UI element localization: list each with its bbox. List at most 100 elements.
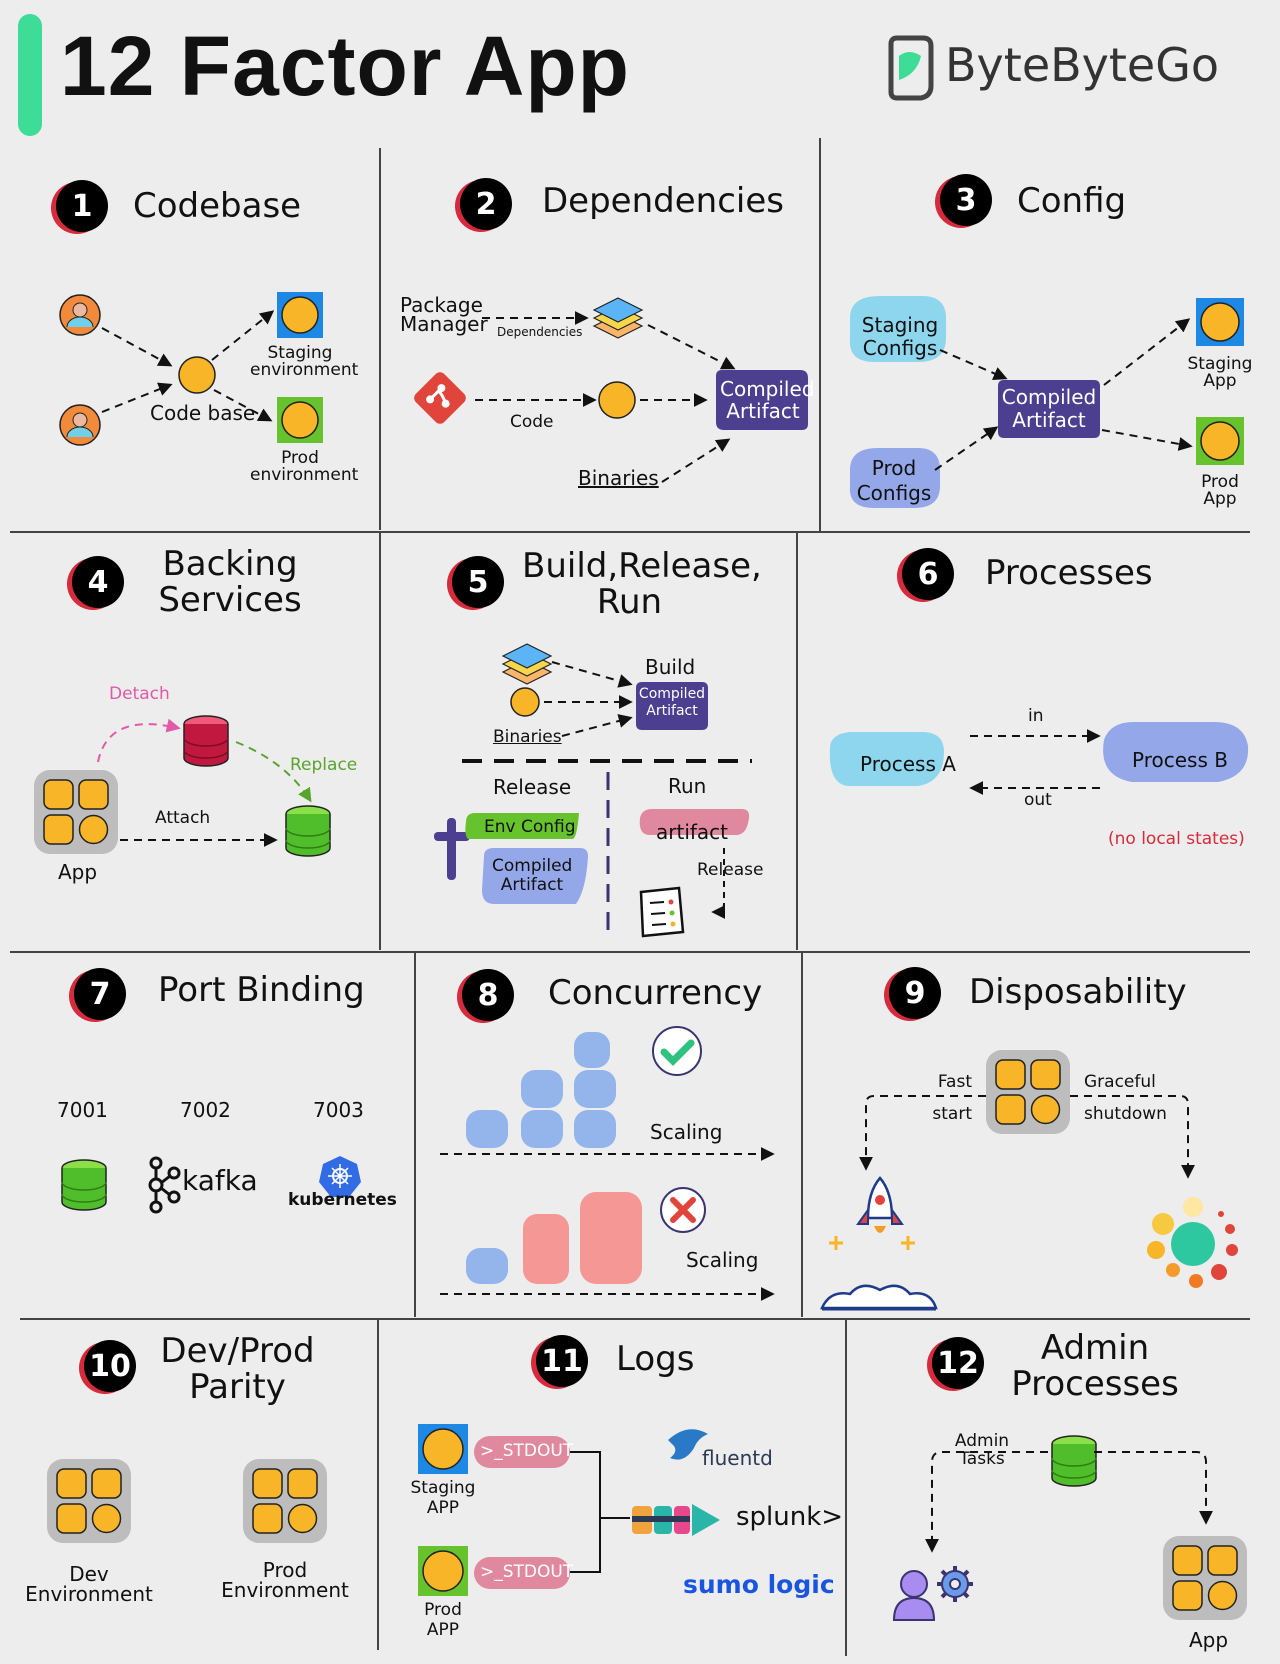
dependencies-diagram [414, 297, 808, 483]
check-icon [652, 1026, 702, 1076]
stdout-pill [474, 1436, 570, 1468]
artifact-pill [639, 809, 750, 835]
port-7001: 7001 [57, 1098, 108, 1122]
port-7003: 7003 [313, 1098, 364, 1122]
codebase-diagram [59, 292, 323, 446]
document-icon [639, 886, 685, 938]
step-badge-3: 3 [940, 174, 992, 226]
gear-icon [937, 1566, 973, 1602]
dev-environment-label: Dev Environment [25, 1562, 153, 1606]
process-b-label: Process B [1132, 748, 1228, 772]
step-badge-11: 11 [536, 1335, 588, 1387]
section-title-dev-prod-parity: Dev/Prod Parity [160, 1331, 315, 1407]
code-node [598, 381, 636, 419]
package-manager-label: Package Manager [400, 293, 488, 336]
app-icon [33, 769, 119, 855]
code-base-label: Code base [150, 401, 256, 425]
detached-database-icon [183, 715, 229, 767]
step-badge-12: 12 [932, 1337, 984, 1389]
env-config-label: Env Config [484, 817, 576, 837]
staging-configs-cloud [849, 296, 946, 362]
kafka-label: kafka [182, 1164, 258, 1197]
stdout-label: >_STDOUT [480, 1562, 574, 1582]
compiled-artifact-label: Compiled Artifact [492, 856, 573, 895]
large-instance-block [523, 1214, 569, 1284]
prod-environment-label: Prod Environment [221, 1558, 349, 1602]
step-badge-7: 7 [74, 968, 126, 1020]
compiled-artifact-label: Compiled Artifact [1001, 385, 1097, 432]
layers-icon [593, 297, 643, 339]
page-title: 12 Factor App [60, 19, 630, 113]
fast-start-label: Fast start [932, 1072, 972, 1124]
instance-block [466, 1110, 508, 1148]
step-badge-10: 10 [84, 1340, 136, 1392]
release-small-label: Release [697, 860, 764, 880]
plus-icon [434, 818, 470, 880]
splunk-label: splunk> [736, 1502, 844, 1532]
layers-icon [502, 643, 552, 685]
release-heading: Release [493, 775, 572, 799]
admin-processes-diagram [892, 1435, 1248, 1621]
step-badge-2: 2 [460, 178, 512, 230]
prod-app-label: Prod App [1201, 472, 1239, 509]
header-accent-bar [18, 14, 42, 136]
prod-environment-label: Prod environment [250, 448, 359, 485]
section-title-concurrency: Concurrency [548, 973, 763, 1013]
no-local-states-note: (no local states) [1108, 829, 1245, 849]
elk-logo [632, 1504, 720, 1536]
database-icon [61, 1159, 107, 1211]
section-title-processes: Processes [985, 553, 1153, 593]
instance-block [574, 1070, 616, 1108]
compiled-artifact-pill [482, 848, 588, 904]
section-title-config: Config [1017, 181, 1127, 221]
scaling-bottom-label: Scaling [686, 1248, 759, 1272]
concurrency-diagram [440, 1026, 775, 1301]
grid-lines [10, 138, 1250, 1656]
section-title-logs: Logs [616, 1339, 695, 1379]
stdout-pill [474, 1557, 570, 1589]
database-icon [1051, 1435, 1097, 1487]
instance-block [574, 1032, 610, 1068]
section-title-admin-processes: Admin Processes [1011, 1328, 1179, 1404]
process-b-blob [1103, 722, 1249, 782]
instance-block [521, 1110, 563, 1148]
kubernetes-logo [319, 1156, 361, 1197]
large-instance-block [580, 1192, 642, 1284]
compiled-artifact-box [716, 370, 808, 430]
build-artifact-box [636, 682, 708, 730]
step-badge-4: 4 [72, 556, 124, 608]
config-diagram [849, 296, 1244, 508]
code-node [510, 687, 540, 717]
section-title-disposability: Disposability [969, 972, 1187, 1012]
disposability-diagram [820, 1049, 1238, 1311]
app-label: App [58, 860, 98, 884]
compiled-artifact-label: Compiled Artifact [720, 377, 815, 423]
app-icon [985, 1049, 1071, 1135]
artifact-label: artifact [656, 820, 729, 844]
staging-environment-label: Staging environment [250, 343, 359, 380]
replace-label: Replace [290, 755, 358, 775]
instance-block [521, 1070, 563, 1108]
staging-configs-label: Staging Configs [861, 313, 939, 360]
section-title-backing-services: Backing Services [158, 544, 302, 620]
binaries-label: Binaries [493, 727, 562, 747]
dev-app-icon [46, 1458, 132, 1544]
run-heading: Run [668, 774, 707, 798]
prod-app-label: Prod APP [424, 1600, 462, 1640]
code-label: Code [510, 412, 554, 432]
brand-name: ByteByteGo [945, 38, 1220, 92]
instance-block [466, 1248, 508, 1284]
step-badge-6: 6 [902, 548, 954, 600]
step-badge-1: 1 [56, 180, 108, 232]
kubernetes-label: kubernetes [288, 1190, 397, 1210]
compiled-artifact-box [998, 380, 1100, 438]
in-label: in [1028, 706, 1044, 726]
admin-user-icon [892, 1570, 936, 1621]
build-release-run-diagram [434, 643, 752, 938]
app-label: App [1189, 1628, 1229, 1652]
fluentd-logo [668, 1429, 708, 1460]
code-base-node [178, 356, 216, 394]
build-artifact-label: Compiled Artifact [638, 686, 706, 719]
prod-configs-cloud [849, 448, 940, 508]
